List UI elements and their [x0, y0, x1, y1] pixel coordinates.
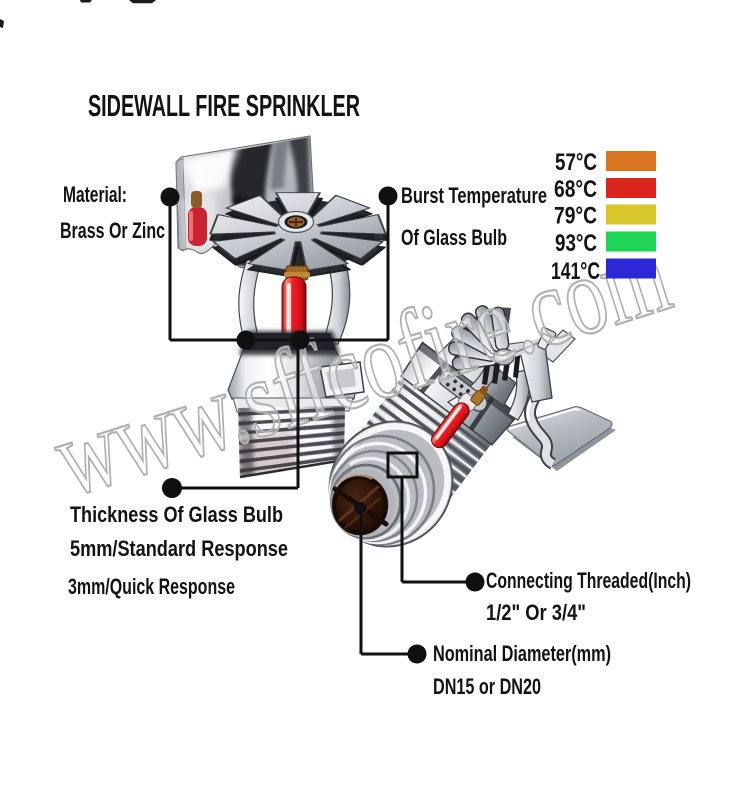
svg-text:3mm/Quick Response: 3mm/Quick Response: [68, 574, 235, 599]
svg-text:1/2" Or 3/4": 1/2" Or 3/4": [486, 600, 586, 625]
svg-text:93°C: 93°C: [555, 230, 597, 257]
svg-text:141°C: 141°C: [551, 258, 600, 285]
svg-text:Connecting Threaded(Inch): Connecting Threaded(Inch): [486, 568, 691, 593]
svg-text:Brass Or Zinc: Brass Or Zinc: [60, 218, 165, 243]
svg-text:Burst Temperature: Burst Temperature: [401, 183, 547, 208]
svg-text:Material:: Material:: [63, 182, 127, 207]
svg-text:68°C: 68°C: [554, 176, 597, 203]
svg-text:Nominal Diameter(mm): Nominal Diameter(mm): [433, 641, 611, 666]
svg-text:SIDEWALL FIRE SPRINKLER: SIDEWALL FIRE SPRINKLER: [88, 88, 360, 123]
svg-text:Of Glass Bulb: Of Glass Bulb: [401, 225, 507, 250]
svg-text:57°C: 57°C: [555, 149, 597, 176]
svg-text:5mm/Standard Response: 5mm/Standard Response: [70, 536, 288, 561]
svg-text:79°C: 79°C: [554, 203, 597, 230]
svg-text:DN15 or DN20: DN15 or DN20: [433, 674, 541, 699]
svg-text:Thickness Of Glass Bulb: Thickness Of Glass Bulb: [70, 502, 283, 527]
